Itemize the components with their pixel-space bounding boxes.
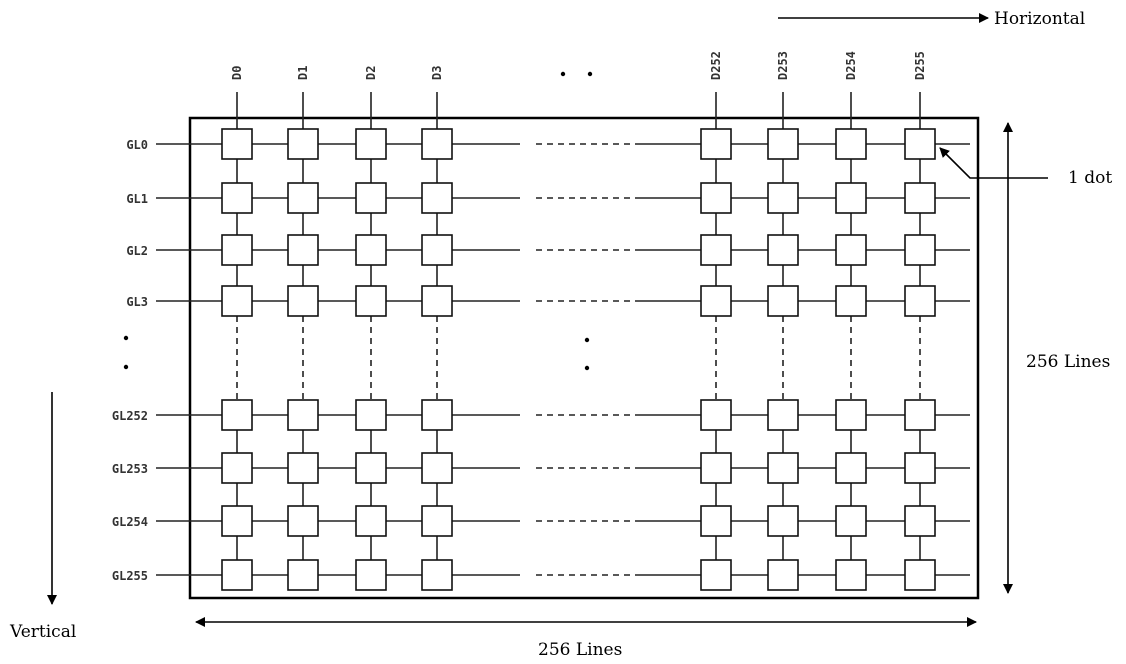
data-line-label: D1 <box>296 66 310 80</box>
pixel-cell <box>221 285 253 317</box>
pixel-cell <box>421 182 453 214</box>
pixel-cell <box>287 234 319 266</box>
pixel-cell <box>904 128 936 160</box>
pixel-cell <box>767 128 799 160</box>
row-ellipsis-dot <box>123 364 129 370</box>
gate-line-label: GL254 <box>112 515 148 529</box>
pixel-cell <box>221 505 253 537</box>
data-line-label: D252 <box>709 51 723 80</box>
pixel-cell <box>904 234 936 266</box>
pixel-cell <box>835 505 867 537</box>
pixel-cell <box>287 505 319 537</box>
pixel-cell <box>355 399 387 431</box>
pixel-cell <box>835 234 867 266</box>
pixel-cell <box>421 128 453 160</box>
pixel-cell <box>767 452 799 484</box>
height-dimension-label: 256 Lines <box>1026 352 1110 372</box>
pixel-cell <box>700 182 732 214</box>
pixel-cell <box>700 399 732 431</box>
pixel-cell <box>221 452 253 484</box>
pixel-cell <box>835 182 867 214</box>
pixel-cell <box>421 559 453 591</box>
pixel-cell <box>221 128 253 160</box>
dot-callout-label: 1 dot <box>1068 168 1112 188</box>
pixel-cell <box>421 452 453 484</box>
gate-line-label: GL0 <box>126 138 148 152</box>
center-ellipsis-dot <box>584 365 590 371</box>
pixel-cell <box>767 505 799 537</box>
gate-line-label: GL2 <box>126 244 148 258</box>
pixel-cell <box>767 399 799 431</box>
pixel-cell <box>835 285 867 317</box>
pixel-cell <box>355 128 387 160</box>
dot-callout-leader <box>939 147 1048 179</box>
pixel-cell <box>904 505 936 537</box>
pixel-cell <box>355 234 387 266</box>
width-dimension-label: 256 Lines <box>538 640 622 660</box>
pixel-cell <box>904 452 936 484</box>
data-line-label: D253 <box>776 51 790 80</box>
pixel-cell <box>287 452 319 484</box>
pixel-cell <box>221 559 253 591</box>
pixel-cell <box>287 182 319 214</box>
pixel-cell <box>355 285 387 317</box>
data-line-label: D0 <box>230 66 244 80</box>
pixel-cell <box>221 399 253 431</box>
gate-line-label: GL3 <box>126 295 148 309</box>
pixel-cell <box>700 285 732 317</box>
pixel-cell <box>700 559 732 591</box>
vertical-label: Vertical <box>9 622 76 642</box>
data-line-label: D3 <box>430 66 444 80</box>
pixel-cell <box>904 399 936 431</box>
pixel-cell <box>287 399 319 431</box>
column-ellipsis-dot <box>587 71 593 77</box>
pixel-cell <box>287 128 319 160</box>
gate-line-label: GL255 <box>112 569 148 583</box>
pixel-cell <box>700 128 732 160</box>
data-line-label: D2 <box>364 66 378 80</box>
pixel-cell <box>700 234 732 266</box>
gate-line-label: GL253 <box>112 462 148 476</box>
gate-line-label: GL252 <box>112 409 148 423</box>
pixel-cell <box>355 452 387 484</box>
pixel-cell <box>700 452 732 484</box>
gate-line-label: GL1 <box>126 192 148 206</box>
row-ellipsis-dot <box>123 335 129 341</box>
pixel-cell <box>767 559 799 591</box>
pixel-cell <box>355 559 387 591</box>
center-ellipsis-dot <box>584 337 590 343</box>
pixel-cell <box>835 452 867 484</box>
pixel-cell <box>421 505 453 537</box>
pixel-cell <box>221 234 253 266</box>
pixel-cell <box>287 285 319 317</box>
pixel-cell <box>421 285 453 317</box>
pixel-cell <box>904 285 936 317</box>
pixel-cell <box>835 399 867 431</box>
pixel-cell <box>355 505 387 537</box>
panel-frame <box>188 116 980 600</box>
pixel-cell <box>904 559 936 591</box>
column-ellipsis-dot <box>560 71 566 77</box>
pixel-cell <box>700 505 732 537</box>
pixel-cell <box>421 234 453 266</box>
pixel-cell <box>835 128 867 160</box>
data-line-label: D254 <box>844 51 858 80</box>
pixel-cell <box>221 182 253 214</box>
pixel-cell <box>355 182 387 214</box>
pixel-cell <box>904 182 936 214</box>
pixel-cell <box>835 559 867 591</box>
pixel-cell <box>287 559 319 591</box>
pixel-cell <box>767 234 799 266</box>
pixel-cell <box>767 285 799 317</box>
horizontal-label: Horizontal <box>994 9 1085 29</box>
data-line-label: D255 <box>913 51 927 80</box>
pixel-cell <box>421 399 453 431</box>
pixel-cell <box>767 182 799 214</box>
